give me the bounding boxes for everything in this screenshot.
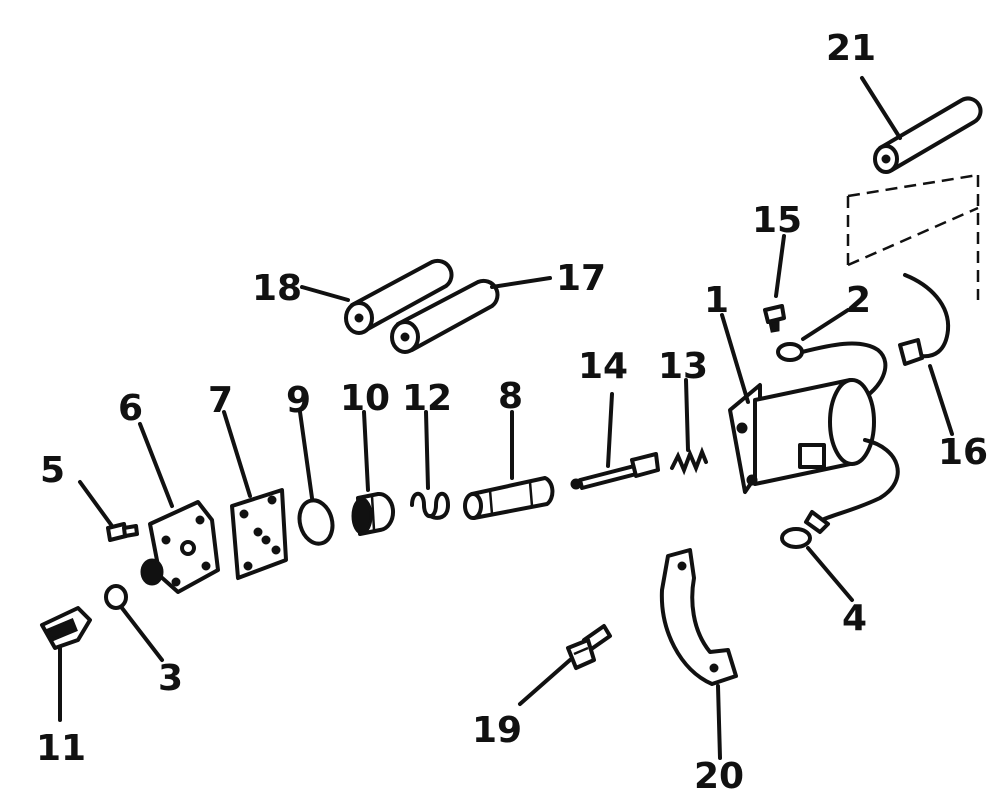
part-20-clamp [659,548,738,686]
label-3: 3 [158,658,183,699]
dashed-connector [846,173,980,300]
label-14: 14 [578,346,628,387]
part-3-ring [104,584,128,610]
part-14-pin [570,452,660,490]
part-11-elbow [40,606,92,650]
leader-lines [58,76,954,760]
part-5-screw [106,522,139,542]
label-12: 12 [402,378,452,419]
label-13: 13 [658,346,708,387]
label-19: 19 [472,710,522,751]
part-1-solenoid [728,378,876,494]
part-10-bushing [351,491,396,536]
label-15: 15 [752,200,802,241]
part-17-tube [390,278,500,354]
label-10: 10 [340,378,390,419]
label-18: 18 [252,268,302,309]
label-4: 4 [842,598,867,639]
label-16: 16 [938,432,988,473]
label-11: 11 [36,728,86,769]
part-8-plunger [463,476,555,520]
part-9-washer [297,498,335,546]
label-1: 1 [704,280,729,321]
label-9: 9 [286,380,311,421]
part-19-screw [566,624,612,670]
label-21: 21 [826,28,876,69]
label-2: 2 [846,280,871,321]
label-6: 6 [118,388,143,429]
label-7: 7 [208,380,233,421]
part-4-wire [780,438,900,549]
label-17: 17 [556,258,606,299]
label-8: 8 [498,376,523,417]
part-12-spring [410,491,451,520]
part-18-tube [344,258,454,335]
part-15-screw [763,304,786,333]
label-5: 5 [40,450,65,491]
part-6-cover [140,500,220,594]
part-16-clip [898,273,951,366]
part-7-gasket [230,488,288,580]
part-21-tube [873,96,983,174]
part-2-wire [776,341,888,402]
label-20: 20 [694,756,744,797]
part-13-spring [670,446,708,476]
callout-labels: 1 2 3 4 5 6 7 8 9 10 11 12 13 14 15 16 1… [36,28,988,797]
